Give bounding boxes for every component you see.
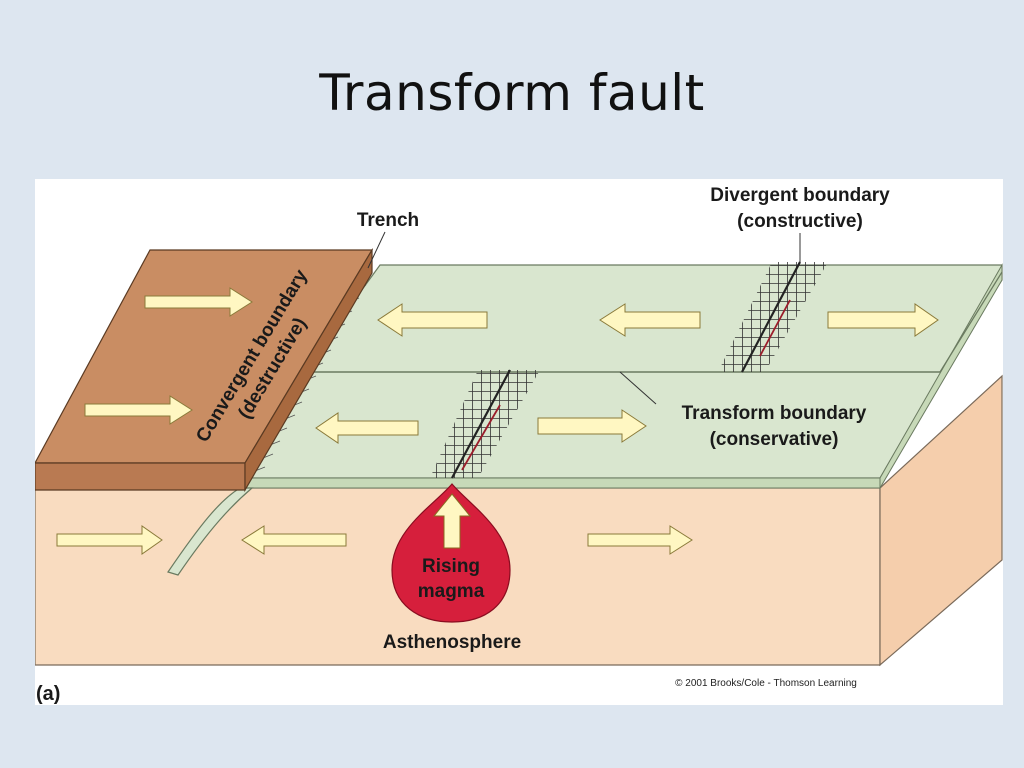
transform-label-line1: Transform boundary [682, 403, 867, 424]
ridge-divergent-upper [718, 261, 828, 373]
diagram-panel: Trench Divergent boundary (constructive)… [35, 179, 1003, 705]
leader-lines [367, 231, 801, 405]
arrow-ocean-upper-left [377, 303, 488, 337]
copyright-credit: © 2001 Brooks/Cole - Thomson Learning [675, 678, 857, 689]
ridge-divergent-lower [430, 369, 540, 479]
arrow-astheno-left-back [241, 525, 347, 555]
subducting-slab [167, 487, 254, 576]
arrow-ocean-upper-mid [599, 303, 701, 337]
divergent-label-line2: (constructive) [737, 211, 863, 232]
arrow-astheno-right [587, 525, 693, 555]
trench-label: Trench [357, 210, 419, 231]
divergent-label-line1: Divergent boundary [710, 185, 890, 206]
slide-title: Transform fault [319, 64, 705, 122]
plate-motion-arrows [56, 287, 939, 555]
magma-plume [391, 483, 511, 623]
transform-label-line2: (conservative) [710, 429, 839, 450]
arrow-ocean-lower-right [537, 409, 647, 443]
panel-letter: (a) [36, 683, 60, 705]
magma-label-line2: magma [418, 581, 485, 602]
arrow-continental-lower [84, 395, 193, 425]
arrow-continental-upper [144, 287, 253, 317]
arrow-ocean-lower-left [315, 412, 419, 444]
arrow-ocean-upper-right [827, 303, 939, 337]
magma-label-line1: Rising [422, 556, 480, 577]
arrow-astheno-left-right [56, 525, 163, 555]
plate-tectonics-diagram: Trench Divergent boundary (constructive)… [35, 185, 1003, 705]
asthenosphere-label: Asthenosphere [383, 632, 521, 653]
